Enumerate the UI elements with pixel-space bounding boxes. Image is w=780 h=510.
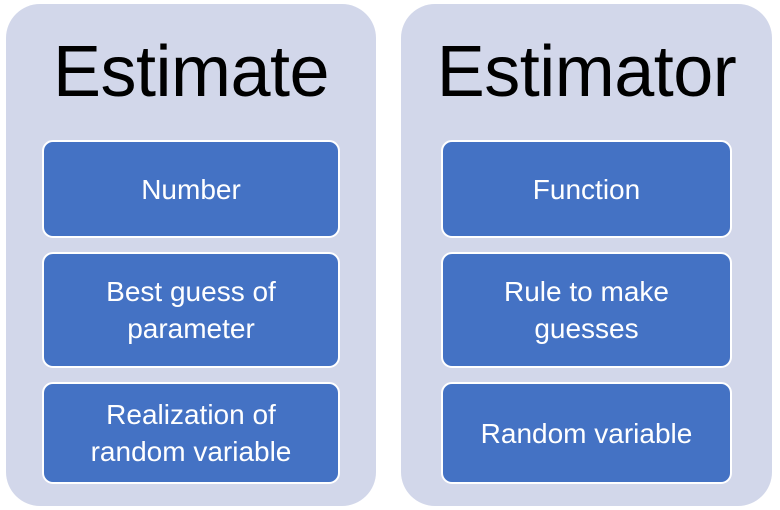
panel-estimator-title: Estimator xyxy=(436,32,737,112)
panel-estimator-card-list: Function Rule to make guesses Random var… xyxy=(401,140,772,506)
panel-estimate: Estimate Number Best guess of parameter … xyxy=(6,4,376,506)
panel-estimate-title: Estimate xyxy=(52,32,330,112)
panel-estimate-card-1: Number xyxy=(42,140,340,238)
panel-estimator-card-3: Random variable xyxy=(441,382,732,484)
panel-estimator: Estimator Function Rule to make guesses … xyxy=(401,4,772,506)
panel-estimate-card-2: Best guess of parameter xyxy=(42,252,340,368)
panel-estimate-card-3: Realization of random variable xyxy=(42,382,340,484)
panel-estimator-card-1: Function xyxy=(441,140,732,238)
panel-estimate-card-list: Number Best guess of parameter Realizati… xyxy=(6,140,376,506)
panel-estimator-card-2: Rule to make guesses xyxy=(441,252,732,368)
